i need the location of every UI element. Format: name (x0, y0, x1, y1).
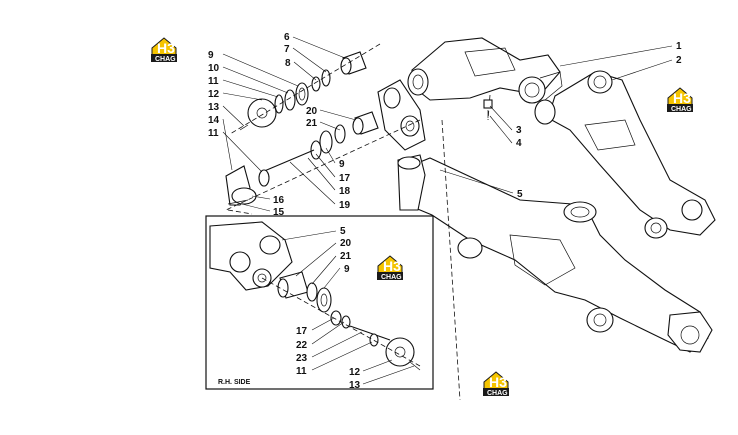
callout-9: 9 (208, 50, 214, 61)
callout-5: 5 (517, 189, 523, 200)
svg-text:CHAG: CHAG (487, 390, 508, 397)
svg-text:H3: H3 (489, 374, 507, 390)
callout-1: 1 (676, 41, 682, 52)
svg-text:CHAG: CHAG (381, 274, 402, 281)
upper-bracket (407, 37, 563, 104)
callout-19: 19 (339, 200, 351, 211)
washer-7 (321, 69, 331, 87)
oring-11b (258, 169, 270, 187)
callout-17: 17 (339, 173, 351, 184)
bearing-9b (319, 130, 333, 154)
svg-text:CHAG: CHAG (671, 106, 692, 113)
callout-6: 6 (284, 32, 290, 43)
inset-rh-side (205, 215, 434, 390)
callout-7: 7 (284, 44, 290, 55)
callout-16: 16 (273, 195, 285, 206)
bush-6 (340, 51, 367, 75)
logo-watermark-2: H3 CHAG (664, 85, 696, 113)
pin-19 (261, 149, 315, 173)
grease-fitting-3 (483, 99, 493, 109)
svg-text:H3: H3 (383, 258, 401, 274)
inset-callout-12: 12 (349, 367, 361, 378)
callout-18: 18 (339, 186, 351, 197)
callout-4: 4 (516, 138, 522, 149)
inset-callout-17: 17 (296, 326, 308, 337)
shim-10 (284, 89, 296, 111)
leader-lines (222, 36, 673, 212)
callout-3: 3 (516, 125, 522, 136)
inset-callout-13: 13 (349, 380, 361, 391)
svg-text:H3: H3 (157, 40, 175, 56)
logo-watermark-3: H3 CHAG (374, 253, 406, 281)
logo-watermark-4: H3 CHAG (480, 369, 512, 397)
washer-8 (311, 76, 321, 92)
inset-callout-5: 5 (340, 226, 346, 237)
cover-12 (247, 98, 277, 128)
inset-callout-21: 21 (340, 251, 352, 262)
callout-21: 21 (306, 118, 318, 129)
callout-11-lower: 11 (208, 128, 219, 139)
inset-callout-23: 23 (296, 353, 308, 364)
svg-text:CHAG: CHAG (155, 56, 176, 63)
callout-13: 13 (208, 102, 220, 113)
inset-callout-20: 20 (340, 238, 352, 249)
callout-9-lower: 9 (339, 159, 345, 170)
inset-callout-9: 9 (344, 264, 350, 275)
side-frame (534, 70, 716, 239)
callout-2: 2 (676, 55, 682, 66)
screw-15 (227, 199, 249, 205)
callout-12: 12 (208, 89, 220, 100)
axle-housing (397, 154, 713, 353)
logo-watermark-1: H3 CHAG (148, 35, 180, 63)
callout-10: 10 (208, 63, 220, 74)
inset-title: R.H. SIDE (218, 379, 251, 386)
callout-8: 8 (285, 58, 291, 69)
callout-20: 20 (306, 106, 318, 117)
inset-callout-22: 22 (296, 340, 308, 351)
ring-17 (310, 140, 322, 160)
oring-11 (274, 94, 284, 114)
bearing-9 (295, 82, 309, 106)
callout-14: 14 (208, 115, 220, 126)
pivot-bracket (377, 79, 426, 151)
bush-20 (352, 111, 379, 135)
callout-11: 11 (208, 76, 219, 87)
washer-21 (334, 124, 346, 144)
screw-13 (239, 124, 249, 131)
callout-15: 15 (273, 207, 285, 218)
inset-callout-11: 11 (296, 366, 307, 377)
svg-text:H3: H3 (673, 90, 691, 106)
